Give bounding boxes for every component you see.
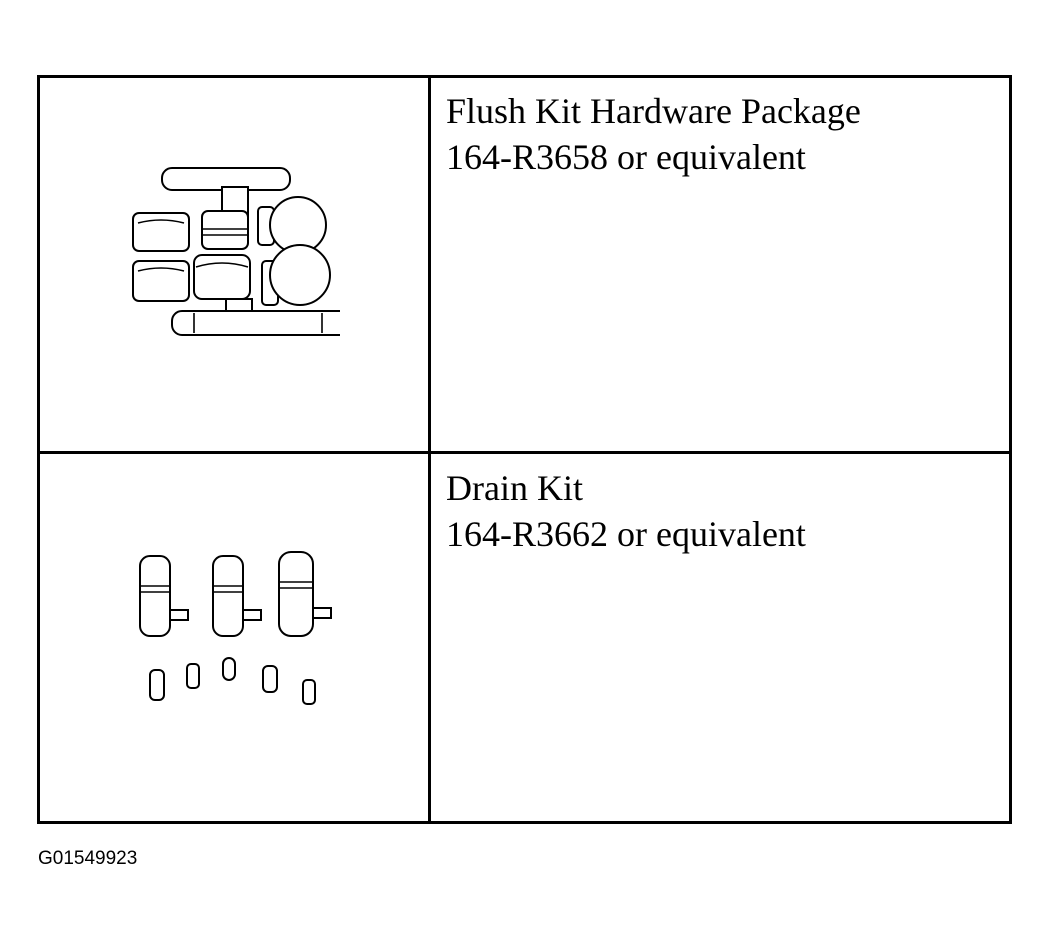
- drain-kit-description: Drain Kit 164-R3662 or equivalent: [446, 465, 806, 557]
- flush-kit-part-number: 164-R3658 or equivalent: [446, 137, 806, 177]
- drain-kit-icon: [135, 548, 385, 713]
- drain-kit-title: Drain Kit: [446, 468, 583, 508]
- column-divider: [428, 78, 431, 821]
- flush-kit-hardware-icon: [130, 163, 351, 358]
- flush-kit-title: Flush Kit Hardware Package: [446, 91, 861, 131]
- row-divider: [40, 451, 1009, 454]
- figure-id: G01549923: [38, 848, 138, 869]
- flush-kit-description: Flush Kit Hardware Package 164-R3658 or …: [446, 88, 861, 180]
- tool-table: Flush Kit Hardware Package 164-R3658 or …: [37, 75, 1012, 824]
- drain-kit-part-number: 164-R3662 or equivalent: [446, 514, 806, 554]
